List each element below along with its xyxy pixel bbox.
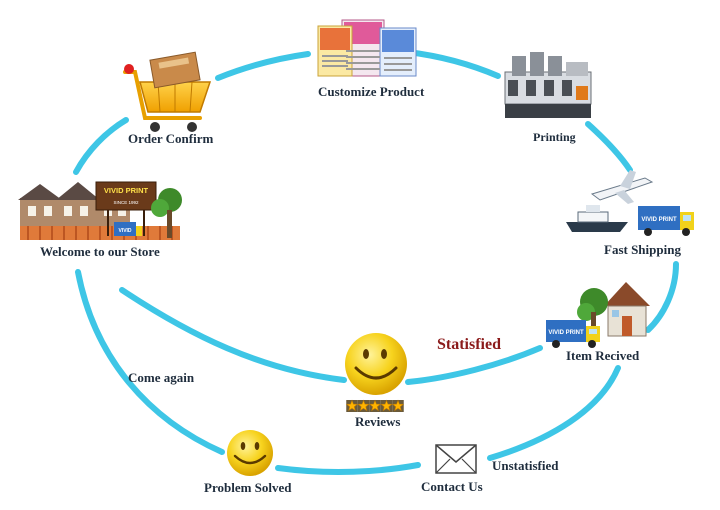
store-truck-text: VIVID [118,228,131,234]
rating-stars-icon [345,399,405,412]
label-problem-solved: Problem Solved [204,480,292,495]
shopping-cart-icon [123,51,212,132]
arc-store-to-order [73,117,129,175]
store-sign-icon: VIVID PRINT SINCE 1992 [95,181,157,236]
problem-solved-smiley-icon [227,430,273,476]
house-icon [604,282,650,337]
flow-arcs [73,49,679,475]
shipping-truck-icon: VIVID PRINT [638,206,694,236]
arc-order-to-customize [215,51,311,81]
store-truck-icon: VIVID [114,222,142,236]
arc-shipping-to-received [645,261,679,333]
label-printing: Printing [533,130,576,144]
arc-printing-to-shipping [585,121,633,173]
label-order-confirm: Order Confirm [128,131,214,146]
label-reviews: Reviews [355,414,401,429]
arc-received-to-contact [487,365,621,461]
rating-star [357,399,370,412]
arc-customize-to-printing [405,49,501,79]
label-contact-us: Contact Us [421,479,483,494]
label-fast-shipping: Fast Shipping [604,242,681,257]
delivery-truck-icon: VIVID PRINT [546,320,600,348]
label-come-again: Come again [128,370,195,385]
store-sign-text: VIVID PRINT [104,186,149,195]
label-unsatisfied: Unstatisfied [492,458,559,473]
calendar-products-icon [317,19,417,77]
airplane-icon [590,170,654,204]
rating-star [380,399,393,412]
boat-icon [566,205,628,232]
label-customize-product: Customize Product [318,84,425,99]
rating-star [345,399,359,412]
label-item-received: Item Recived [566,348,640,363]
arc-received-to-reviews [405,345,543,385]
envelope-icon [435,444,477,474]
store-tree-icon [151,188,182,238]
label-welcome-store: Welcome to our Store [40,244,160,259]
reviews-smiley-icon [345,333,407,395]
delivery-truck-text: VIVID PRINT [548,330,584,336]
arc-store-to-reviews [119,287,347,383]
label-satisfied: Statisfied [437,336,501,353]
arc-contact-to-solved [275,462,421,475]
rating-star [391,399,405,412]
received-tree-icon [577,288,608,334]
printing-press-icon [504,52,592,118]
rating-star [368,399,382,412]
arc-solved-to-store [75,269,225,455]
shipping-truck-text: VIVID PRINT [641,217,677,223]
store-sign-subtext: SINCE 1992 [113,200,139,205]
